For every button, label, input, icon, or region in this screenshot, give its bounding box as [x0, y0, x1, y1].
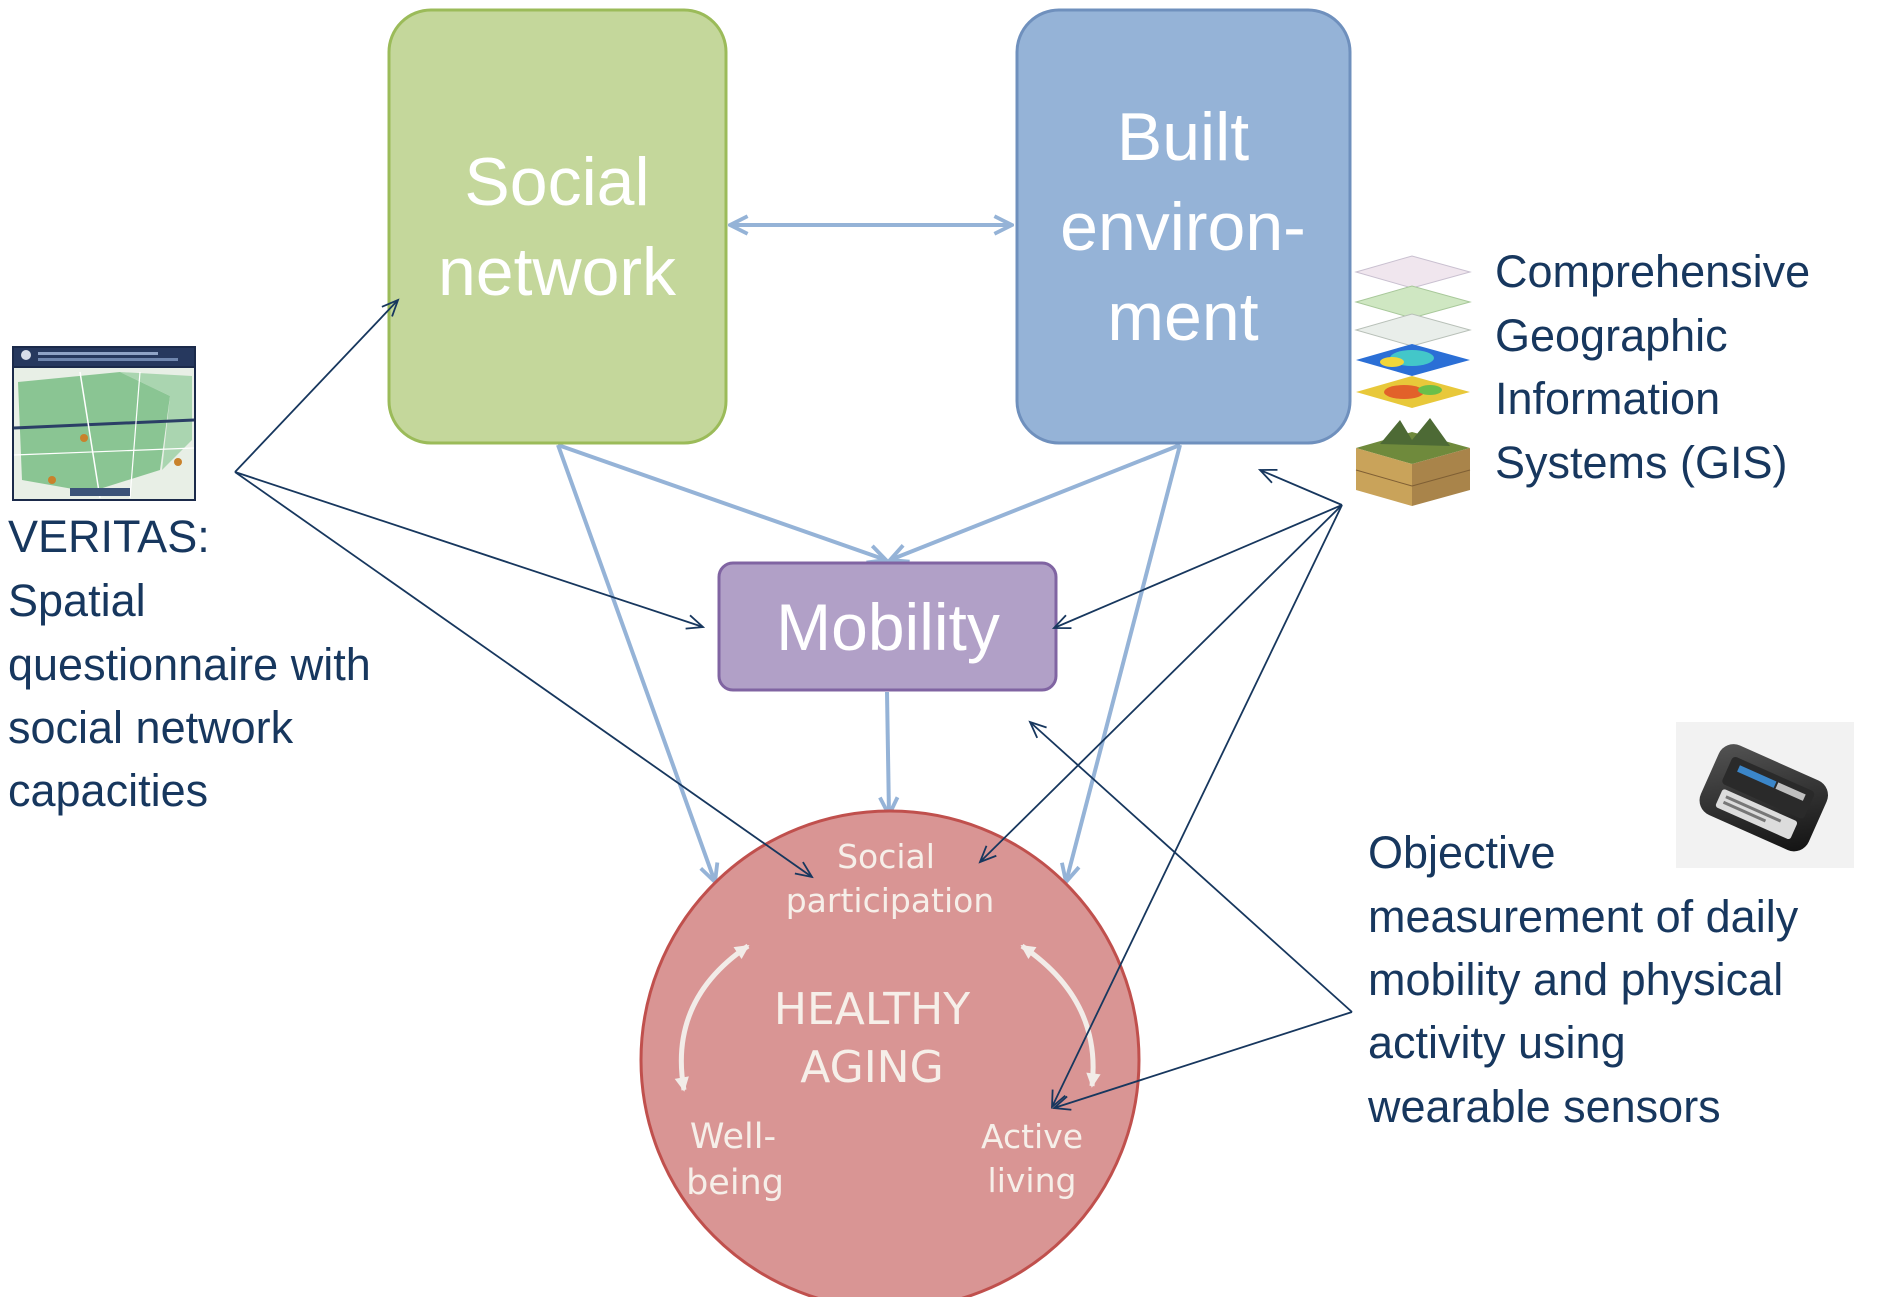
- gis-line3: Information: [1495, 373, 1720, 424]
- veritas-description: VERITAS: Spatial questionnaire with soci…: [8, 511, 371, 816]
- social-network-label-line2: network: [438, 234, 677, 310]
- measurement-arrows: [234, 300, 1353, 1108]
- gis-arrow-mobility: [1054, 504, 1343, 628]
- social-network-node: Social network: [387, 8, 728, 445]
- arrow-social-aging: [556, 444, 715, 882]
- healthy-aging-circle: [639, 809, 1141, 1297]
- wearable-sensor-icon: [1676, 722, 1854, 868]
- cycle-arrow-right: [1020, 943, 1101, 1088]
- built-environment-label-line3: ment: [1107, 279, 1258, 355]
- veritas-arrow-mobility: [234, 471, 703, 627]
- healthy-aging-title-line2: AGING: [800, 1042, 943, 1093]
- sensors-line5: wearable sensors: [1367, 1081, 1721, 1132]
- built-environment-node: Built environ- ment: [1015, 8, 1352, 445]
- gis-line1: Comprehensive: [1495, 246, 1810, 297]
- mobility-label: Mobility: [776, 590, 1000, 664]
- gis-layers-icon: [1354, 255, 1472, 506]
- built-environment-label-line1: Built: [1117, 99, 1249, 175]
- map-screenshot-icon: [12, 346, 196, 501]
- arrow-mobility-aging: [887, 691, 889, 815]
- sensor-arrow-mobility: [1030, 722, 1353, 1013]
- built-environment-box: [1015, 8, 1352, 445]
- active-living-label-line2: living: [988, 1161, 1077, 1200]
- gis-line4: Systems (GIS): [1495, 437, 1788, 488]
- healthy-aging-title-line1: HEALTHY: [774, 984, 970, 1035]
- cycle-arrow-left: [674, 943, 750, 1092]
- active-living-label-line1: Active: [981, 1117, 1083, 1156]
- well-being-label-line1: Well-: [690, 1117, 776, 1157]
- arrow-social-mobility: [557, 443, 886, 560]
- veritas-arrow-social-participation: [234, 471, 812, 877]
- gis-description: Comprehensive Geographic Information Sys…: [1495, 246, 1810, 488]
- sensors-line4: activity using: [1368, 1017, 1626, 1068]
- veritas-arrow-social-network: [234, 300, 398, 473]
- gis-arrow-built-environment: [1260, 470, 1343, 506]
- veritas-line4: social network: [8, 702, 294, 753]
- sensors-description: Objective measurement of daily mobility …: [1367, 827, 1799, 1132]
- gis-arrow-social-participation: [980, 504, 1343, 862]
- social-participation-label-line2: participation: [786, 881, 995, 920]
- social-participation-label-line1: Social: [837, 837, 935, 876]
- sensor-arrow-active-living: [1054, 1011, 1353, 1108]
- veritas-line2: Spatial: [8, 575, 146, 626]
- veritas-line5: capacities: [8, 765, 208, 816]
- mobility-node: Mobility: [717, 561, 1058, 692]
- social-network-label-line1: Social: [464, 144, 649, 220]
- built-environment-label-line2: environ-: [1060, 189, 1306, 265]
- sensors-line1: Objective: [1368, 827, 1556, 878]
- veritas-line1: VERITAS:: [8, 511, 210, 562]
- relationship-arrows: [556, 225, 1182, 882]
- sensors-line3: mobility and physical: [1368, 954, 1783, 1005]
- healthy-aging-node: Social participation HEALTHY AGING Well-…: [639, 809, 1141, 1297]
- well-being-label-line2: being: [686, 1163, 784, 1203]
- gis-arrow-active-living: [1052, 504, 1343, 1107]
- veritas-line3: questionnaire with: [8, 639, 371, 690]
- social-network-box: [387, 8, 728, 445]
- sensors-line2: measurement of daily: [1368, 891, 1799, 942]
- arrow-built-aging: [1066, 444, 1182, 882]
- gis-line2: Geographic: [1495, 310, 1728, 361]
- arrow-built-mobility: [890, 443, 1181, 560]
